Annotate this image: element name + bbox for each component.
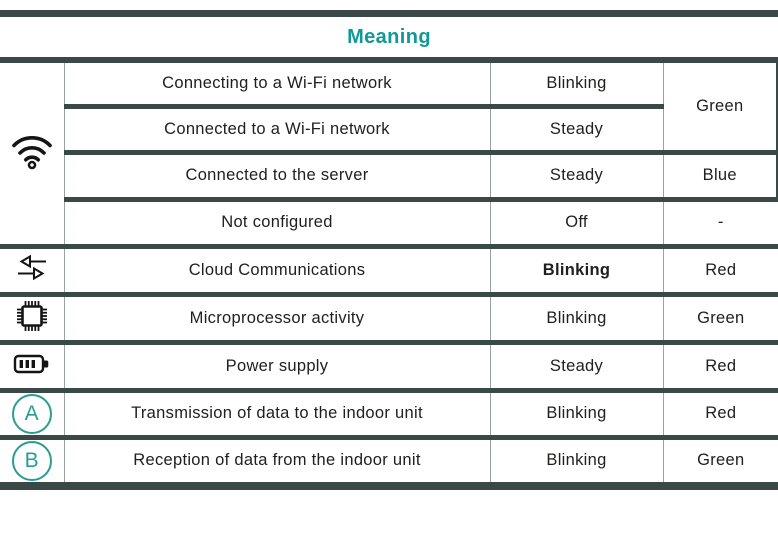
data-exchange-icon bbox=[15, 254, 49, 282]
table-title: Meaning bbox=[0, 10, 778, 63]
wifi-icon-cell bbox=[0, 60, 64, 249]
table-row-wifi-connected: Connected to a Wi-Fi network Steady bbox=[0, 106, 778, 155]
cell-led-color: Green bbox=[662, 294, 778, 345]
circled-letter-b-icon: B bbox=[11, 440, 52, 478]
data-exchange-icon-cell bbox=[0, 246, 64, 297]
table-row-wifi-not-configured: Not configured Off - bbox=[0, 199, 778, 249]
cell-state: Blinking bbox=[489, 437, 663, 490]
cell-led-color: Red bbox=[662, 342, 778, 393]
cell-description: Power supply bbox=[63, 342, 490, 393]
microprocessor-icon bbox=[15, 299, 49, 333]
cell-description: Connected to a Wi-Fi network bbox=[63, 106, 490, 155]
cell-description: Connecting to a Wi-Fi network bbox=[63, 60, 490, 109]
table-row-power: Power supply Steady Red bbox=[0, 342, 778, 393]
cell-led-color: Red bbox=[662, 246, 778, 297]
cell-led-color: Blue bbox=[662, 152, 778, 202]
cell-state: Steady bbox=[489, 106, 663, 155]
table-header-row: Meaning bbox=[0, 10, 778, 63]
cell-state: Blinking bbox=[489, 60, 663, 109]
cell-state: Off bbox=[489, 199, 663, 249]
cell-led-color: Red bbox=[662, 390, 778, 440]
cell-state: Blinking bbox=[489, 246, 663, 297]
table-row-microprocessor: Microprocessor activity Blinking Green bbox=[0, 294, 778, 345]
cell-description: Microprocessor activity bbox=[63, 294, 490, 345]
cell-state: Blinking bbox=[489, 294, 663, 345]
wifi-icon bbox=[9, 130, 55, 171]
cell-description: Connected to the server bbox=[63, 152, 490, 202]
cell-description: Reception of data from the indoor unit bbox=[63, 437, 490, 490]
cell-description: Not configured bbox=[63, 199, 490, 249]
circled-letter-b-cell: B bbox=[0, 437, 64, 490]
cell-state: Steady bbox=[489, 342, 663, 393]
cell-led-color: Green bbox=[662, 437, 778, 490]
table-row-wifi-server: Connected to the server Steady Blue bbox=[0, 152, 778, 202]
table-row-transmission: A Transmission of data to the indoor uni… bbox=[0, 390, 778, 440]
circled-letter-a-cell: A bbox=[0, 390, 64, 440]
cell-led-color: - bbox=[662, 199, 778, 249]
cell-description: Transmission of data to the indoor unit bbox=[63, 390, 490, 440]
cell-led-color: Green bbox=[662, 60, 778, 155]
battery-icon-cell bbox=[0, 342, 64, 393]
cell-state: Steady bbox=[489, 152, 663, 202]
table-row-reception: B Reception of data from the indoor unit… bbox=[0, 437, 778, 490]
cell-state: Blinking bbox=[489, 390, 663, 440]
circled-letter-a-icon: A bbox=[11, 393, 52, 432]
table-row-wifi-connecting: Connecting to a Wi-Fi network Blinking G… bbox=[0, 60, 778, 249]
table-row-cloud: Cloud Communications Blinking Red bbox=[0, 246, 778, 297]
battery-icon bbox=[13, 353, 50, 375]
led-meaning-table: Meaning Connecting to a Wi-Fi network Bl… bbox=[0, 10, 778, 490]
cell-description: Cloud Communications bbox=[63, 246, 490, 297]
microprocessor-icon-cell bbox=[0, 294, 64, 345]
